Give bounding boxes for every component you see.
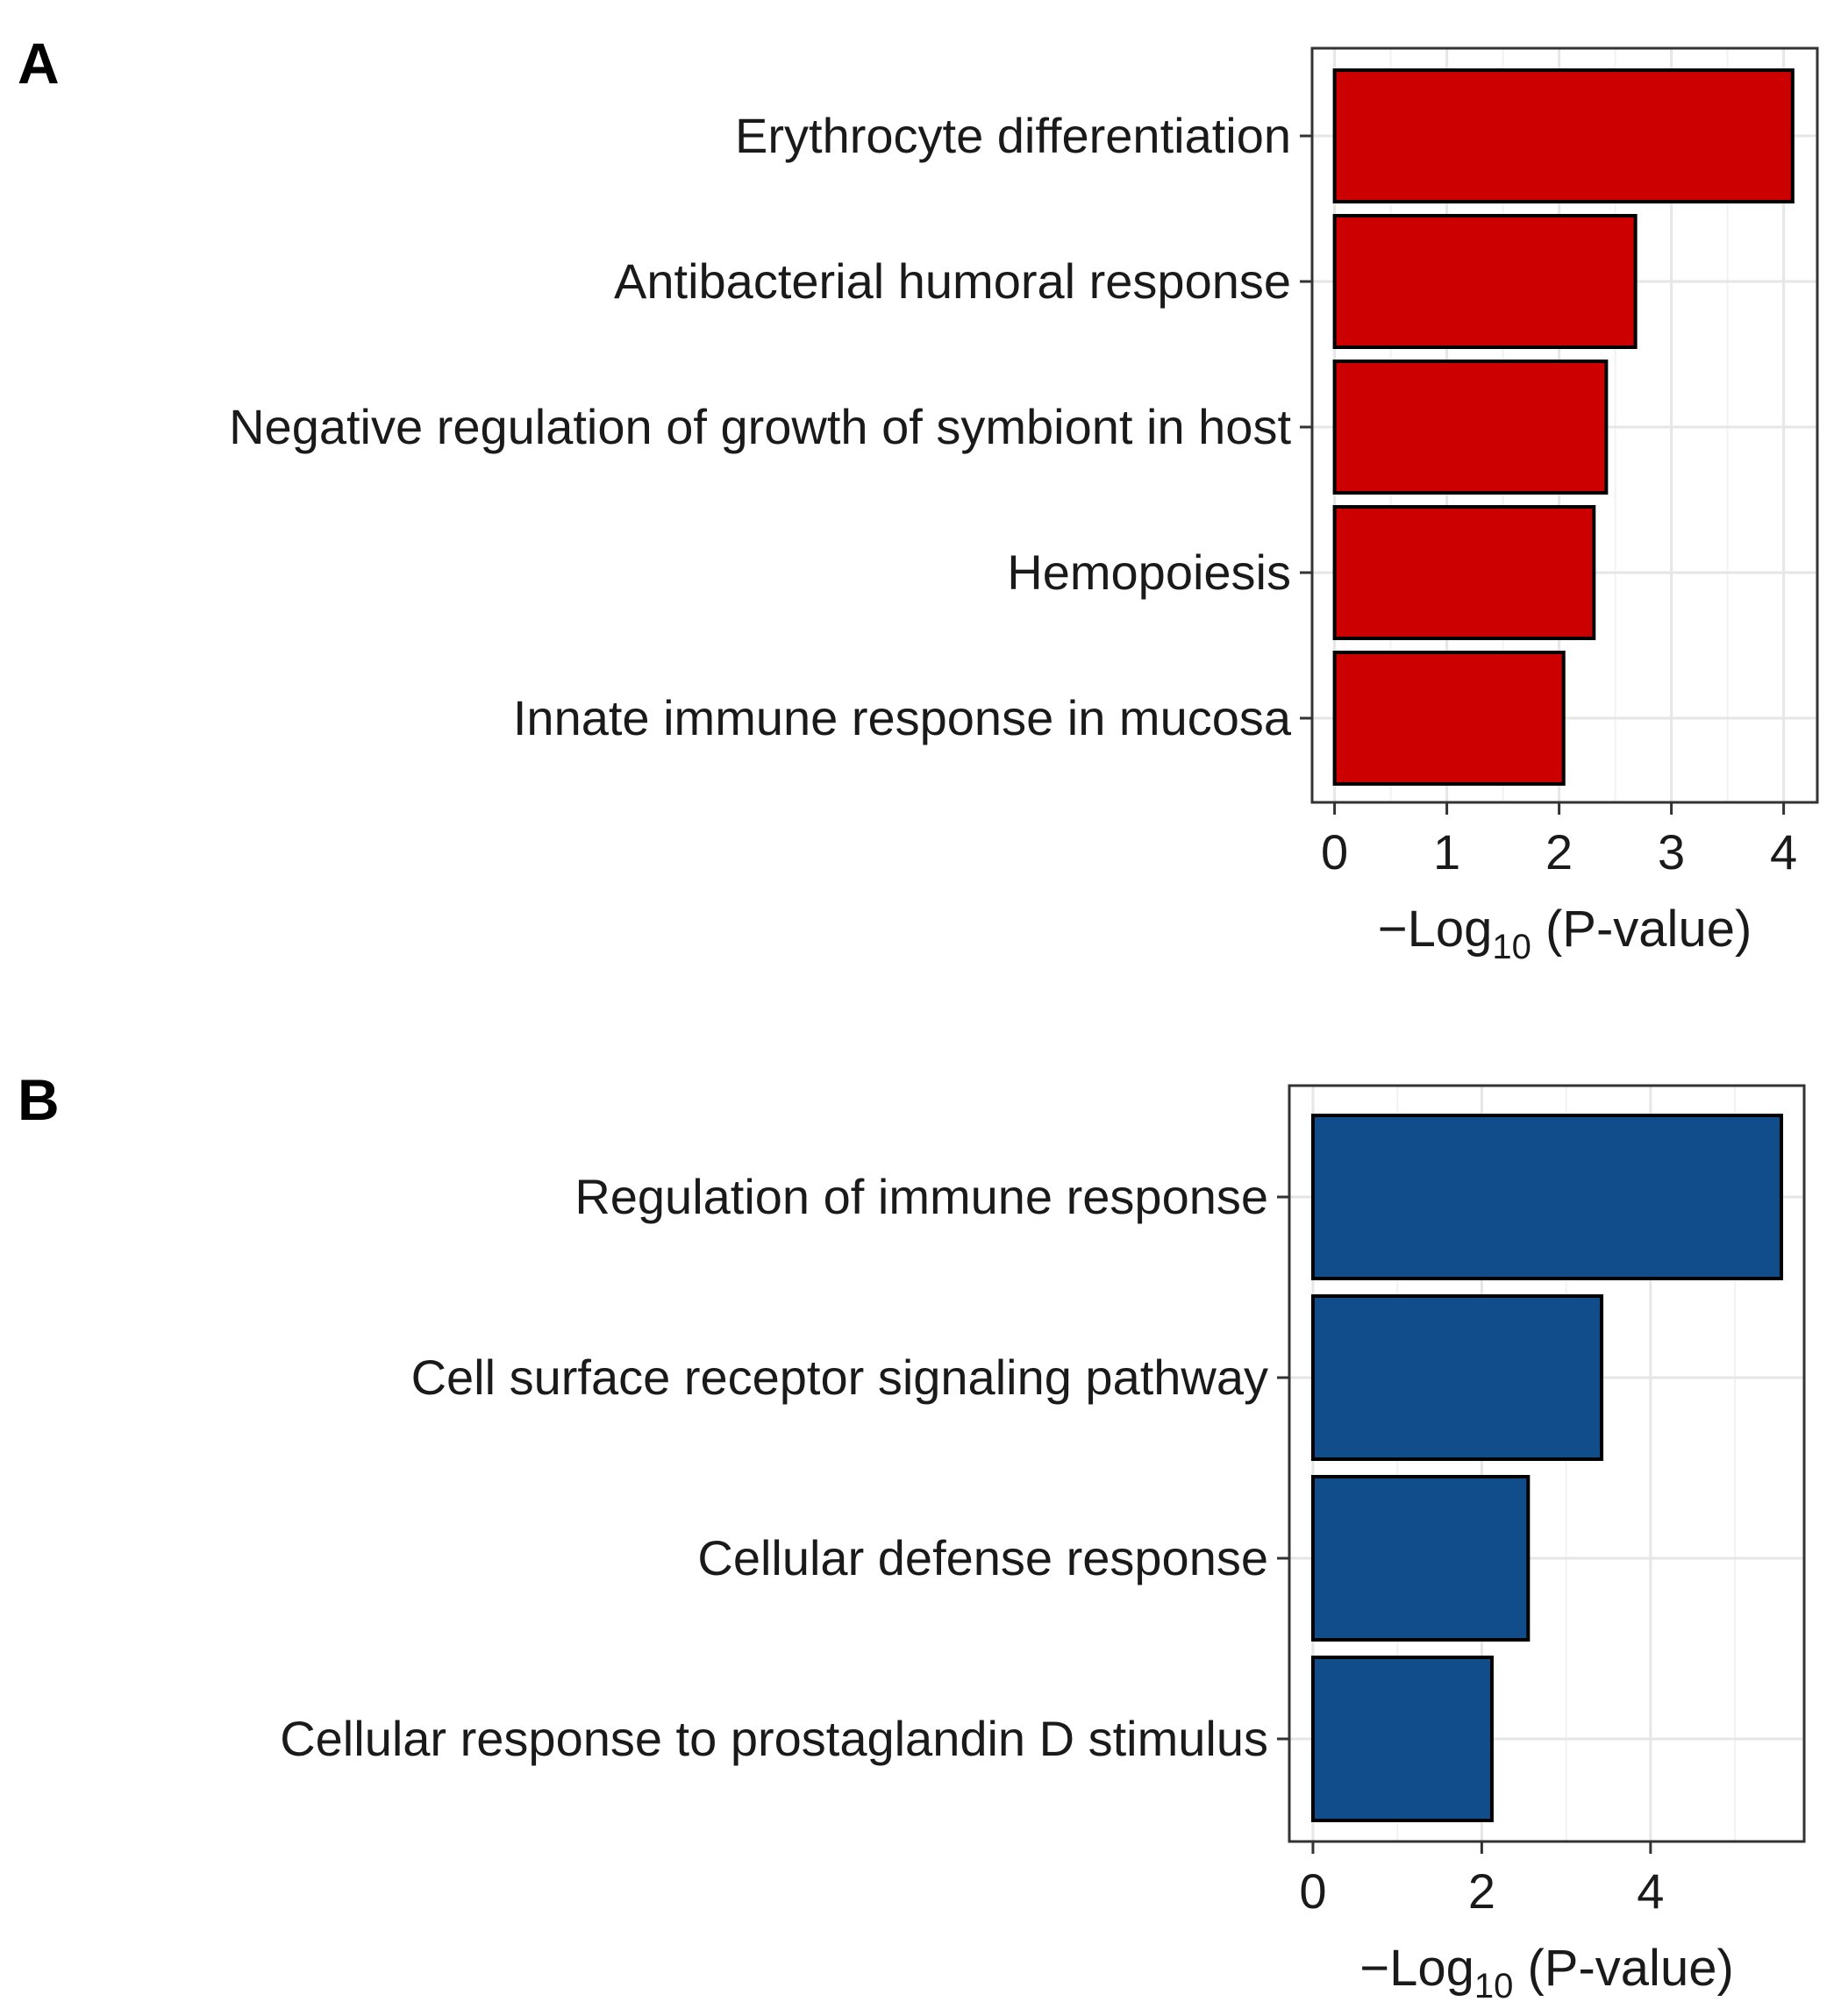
- x-axis-title: −Log10 (P-value): [1359, 1940, 1734, 2005]
- bar: [1332, 214, 1638, 349]
- x-axis-title-prefix: −Log: [1359, 1940, 1474, 1997]
- x-axis-title-subscript: 10: [1474, 1967, 1514, 2005]
- bar: [1332, 360, 1609, 495]
- category-label: Cellular defense response: [697, 1530, 1268, 1585]
- x-axis-title-prefix: −Log: [1378, 901, 1493, 958]
- plot-border: [1288, 1084, 1806, 1843]
- panel-label-b: B: [18, 1067, 60, 1132]
- x-tick-label: 2: [1545, 824, 1573, 880]
- bar: [1310, 1114, 1784, 1280]
- category-label: Erythrocyte differentiation: [735, 108, 1291, 163]
- bar: [1332, 68, 1795, 203]
- bar: [1332, 651, 1566, 786]
- x-tick-label: 0: [1299, 1863, 1326, 1919]
- panel-label-a: A: [18, 31, 60, 96]
- x-tick-label: 1: [1433, 824, 1460, 880]
- x-tick-label: 3: [1658, 824, 1685, 880]
- category-label: Hemopoiesis: [1007, 545, 1291, 600]
- bar: [1310, 1656, 1494, 1822]
- category-label: Negative regulation of growth of symbion…: [229, 399, 1291, 454]
- chart-a: Erythrocyte differentiationAntibacterial…: [229, 46, 1819, 966]
- category-label: Innate immune response in mucosa: [513, 690, 1292, 745]
- x-axis-title-suffix: (P-value): [1531, 901, 1752, 958]
- x-tick-label: 0: [1321, 824, 1348, 880]
- x-axis-title-subscript: 10: [1492, 928, 1531, 966]
- bar: [1310, 1475, 1531, 1642]
- x-axis-title-suffix: (P-value): [1513, 1940, 1733, 1997]
- category-label: Antibacterial humoral response: [614, 253, 1291, 309]
- x-axis-title: −Log10 (P-value): [1378, 901, 1752, 966]
- plot-border: [1310, 46, 1819, 804]
- x-tick-label: 2: [1468, 1863, 1495, 1919]
- category-label: Cell surface receptor signaling pathway: [411, 1350, 1268, 1405]
- category-label: Regulation of immune response: [574, 1169, 1268, 1224]
- x-tick-label: 4: [1637, 1863, 1664, 1919]
- bar: [1332, 505, 1596, 640]
- bar: [1310, 1294, 1604, 1461]
- x-tick-label: 4: [1770, 824, 1797, 880]
- category-label: Cellular response to prostaglandin D sti…: [280, 1711, 1268, 1766]
